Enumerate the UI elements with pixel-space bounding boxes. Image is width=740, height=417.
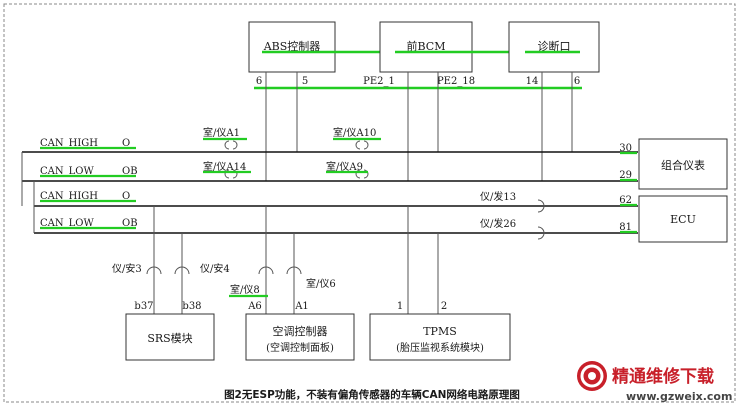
- connector-arcs-top: [224, 140, 369, 179]
- pin-ac-a1: A1: [294, 301, 309, 312]
- bus-2-wire: OB: [122, 166, 138, 177]
- bus-4-name: CAN_LOW: [40, 218, 94, 229]
- pin-abs-5: 5: [302, 76, 308, 87]
- bus-4-wire: OB: [122, 218, 138, 229]
- pin-diag-14: 14: [526, 76, 539, 87]
- module-tpms-label: TPMS: [423, 325, 457, 338]
- conn-6: 室/仪6: [306, 277, 336, 290]
- module-cluster: 组合仪表 30 29: [619, 138, 728, 190]
- conn-a9: 室/仪A9: [326, 160, 363, 173]
- bus-2-name: CAN_LOW: [40, 166, 94, 177]
- pin-diag-6: 6: [574, 76, 580, 87]
- bus-3-wire: O: [122, 191, 130, 202]
- module-tpms-sublabel: (胎压监视系统模块): [396, 341, 484, 354]
- conn-a14: 室/仪A14: [203, 160, 246, 173]
- pin-bcm-pe2-18: PE2_18: [437, 76, 475, 87]
- pin-tpms-1: 1: [397, 301, 403, 312]
- conn-an3: 仪/安3: [112, 262, 142, 275]
- conn-a1: 室/仪A1: [203, 126, 240, 139]
- bus-1-name: CAN_HIGH: [40, 138, 98, 149]
- bottom-connector-labels: 仪/安3 仪/安4 室/仪8 室/仪6: [112, 262, 336, 298]
- bus-1-wire: O: [122, 138, 130, 149]
- pin-ecu-81: 81: [619, 222, 632, 233]
- can-buses: [21, 151, 638, 234]
- connector-arcs-bottom: [146, 266, 302, 275]
- module-bcm: 前BCM PE2_1 PE2_18: [363, 21, 475, 87]
- diagram-caption: 图2无ESP功能，不装有偏角传感器的车辆CAN网络电路原理图: [224, 388, 520, 401]
- pin-bcm-pe2-1: PE2_1: [363, 76, 395, 87]
- pin-ecu-62: 62: [619, 195, 632, 206]
- diagram-frame: [3, 3, 736, 403]
- pin-srs-b37: b37: [134, 301, 153, 312]
- module-srs: SRS模块: [125, 313, 215, 361]
- pin-ac-a6: A6: [247, 301, 262, 312]
- pin-cluster-30: 30: [619, 143, 632, 154]
- module-cluster-label: 组合仪表: [661, 158, 705, 172]
- module-abs-label: ABS控制器: [263, 39, 321, 53]
- bottom-drop-wires: [153, 206, 439, 314]
- pin-abs-6: 6: [256, 76, 262, 87]
- conn-an4: 仪/安4: [200, 262, 230, 275]
- module-bcm-label: 前BCM: [407, 39, 446, 53]
- bus-labels: CAN_HIGH O CAN_LOW OB CAN_HIGH O CAN_LOW…: [40, 138, 138, 230]
- module-ac: 空调控制器 (空调控制面板): [245, 313, 355, 361]
- top-drop-wires: [265, 72, 573, 181]
- watermark-title: 精通维修下载: [612, 366, 714, 387]
- conn-a10: 室/仪A10: [333, 126, 376, 139]
- pin-srs-b38: b38: [182, 301, 201, 312]
- bottom-pin-labels: b37 b38 A6 A1 1 2: [134, 301, 447, 312]
- conn-8: 室/仪8: [230, 283, 260, 296]
- module-ecu-label: ECU: [670, 213, 696, 226]
- module-ac-label: 空调控制器: [273, 324, 328, 338]
- module-tpms: TPMS (胎压监视系统模块): [369, 313, 511, 361]
- module-diag-label: 诊断口: [538, 39, 571, 53]
- module-ecu: ECU 62 81: [619, 195, 728, 243]
- pin-cluster-29: 29: [619, 170, 632, 181]
- module-abs: ABS控制器 6 5: [248, 21, 336, 87]
- conn-13: 仪/发13: [480, 190, 516, 203]
- watermark: 精通维修下载 www.gzweix.com: [577, 361, 732, 403]
- module-ac-sublabel: (空调控制面板): [266, 341, 334, 354]
- connector-labels: 室/仪A1 室/仪A10 室/仪A14 室/仪A9 仪/发13 仪/发26: [203, 126, 516, 230]
- module-diag: 诊断口 14 6: [508, 21, 600, 87]
- watermark-url: www.gzweix.com: [626, 390, 732, 403]
- bus-3-name: CAN_HIGH: [40, 191, 98, 202]
- pin-tpms-2: 2: [441, 301, 447, 312]
- module-srs-label: SRS模块: [147, 332, 192, 345]
- conn-26: 仪/发26: [480, 217, 516, 230]
- connector-arcs-ecu: [537, 199, 545, 240]
